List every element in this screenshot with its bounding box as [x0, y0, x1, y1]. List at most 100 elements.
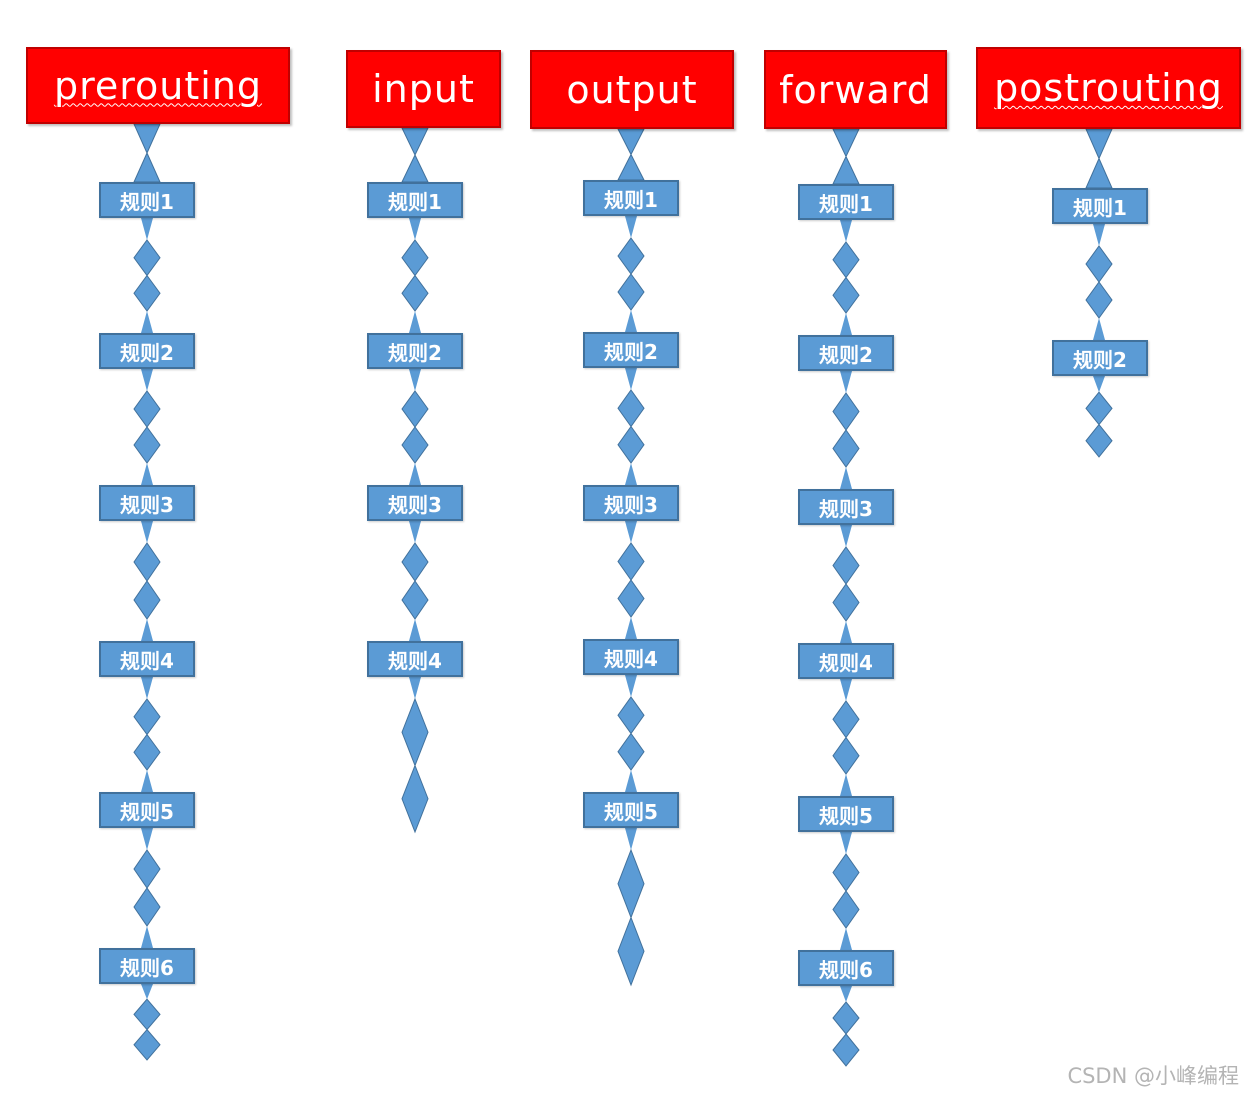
- connector-diamond: [1085, 423, 1113, 458]
- connector-diamond: [832, 736, 860, 775]
- connector-tip: [840, 774, 852, 796]
- connector-diamond: [617, 237, 645, 275]
- connector-diamond: [617, 848, 645, 919]
- connector-tip: [625, 216, 637, 238]
- connector-diamond: [617, 389, 645, 428]
- connector-diamond: [401, 426, 429, 464]
- chain-header-forward: forward: [764, 50, 947, 129]
- connector-diamond: [832, 392, 860, 431]
- connector-diamond: [133, 733, 161, 771]
- connector-diamond: [401, 390, 429, 428]
- connector-tip: [840, 832, 852, 854]
- rule-box: 规则1: [583, 180, 679, 216]
- connector-diamond: [832, 241, 860, 279]
- connector-tip: [1093, 224, 1105, 246]
- connector-arrow: [133, 151, 161, 183]
- rule-box: 规则2: [367, 333, 463, 369]
- connector-diamond: [401, 697, 429, 767]
- rule-box: 规则4: [99, 641, 195, 677]
- rule-box: 规则1: [99, 182, 195, 218]
- rule-box: 规则2: [1052, 340, 1148, 376]
- connector-diamond: [832, 1033, 860, 1067]
- connector-diamond: [832, 700, 860, 739]
- connector-diamond: [617, 273, 645, 311]
- connector-tip: [409, 677, 421, 699]
- connector-tip: [141, 311, 153, 333]
- connector-arrow: [832, 155, 860, 185]
- connector-diamond: [401, 764, 429, 834]
- connector-diamond: [401, 542, 429, 582]
- connector-diamond: [133, 1028, 161, 1061]
- connector-tip: [625, 617, 637, 639]
- connector-tip: [1093, 376, 1105, 393]
- connector-diamond: [133, 426, 161, 464]
- connector-tip: [141, 369, 153, 391]
- connector-diamond: [832, 853, 860, 892]
- connector-diamond: [617, 732, 645, 771]
- connector-diamond: [617, 579, 645, 618]
- connector-tip: [840, 928, 852, 950]
- connector-tip: [840, 621, 852, 643]
- connector-arrow: [617, 128, 645, 156]
- connector-diamond: [1085, 245, 1113, 283]
- connector-diamond: [832, 583, 860, 622]
- connector-diamond: [1085, 391, 1113, 426]
- connector-tip: [141, 521, 153, 543]
- connector-tip: [840, 986, 852, 1002]
- connector-tip: [409, 463, 421, 485]
- connector-diamond: [617, 542, 645, 581]
- connector-diamond: [832, 1001, 860, 1035]
- connector-tip: [409, 369, 421, 391]
- connector-diamond: [133, 239, 161, 277]
- rule-box: 规则2: [99, 333, 195, 369]
- rule-box: 规则4: [798, 643, 894, 679]
- connector-tip: [625, 675, 637, 697]
- connector-diamond: [133, 887, 161, 927]
- connector-diamond: [133, 580, 161, 620]
- connector-diamond: [401, 239, 429, 277]
- connector-tip: [840, 679, 852, 701]
- rule-box: 规则3: [99, 485, 195, 521]
- connector-diamond: [401, 274, 429, 312]
- connector-arrow: [617, 153, 645, 181]
- connector-tip: [625, 828, 637, 850]
- connector-tip: [840, 525, 852, 547]
- connector-diamond: [832, 546, 860, 585]
- rule-box: 规则1: [798, 184, 894, 220]
- connector-tip: [141, 770, 153, 792]
- rule-box: 规则5: [99, 792, 195, 828]
- rule-box: 规则2: [798, 335, 894, 371]
- connector-tip: [840, 220, 852, 242]
- chain-header-input: input: [346, 50, 501, 128]
- connector-tip: [625, 770, 637, 792]
- connector-tip: [625, 310, 637, 332]
- connector-tip: [409, 218, 421, 240]
- watermark: CSDN @小峰编程: [1067, 1064, 1239, 1088]
- connector-tip: [141, 828, 153, 850]
- connector-arrow: [133, 123, 161, 155]
- chain-label-prerouting: prerouting: [53, 63, 263, 108]
- rule-box: 规则3: [798, 489, 894, 525]
- connector-diamond: [617, 696, 645, 735]
- chain-header-prerouting: prerouting: [26, 47, 290, 124]
- connector-diamond: [617, 425, 645, 464]
- rule-box: 规则4: [583, 639, 679, 675]
- connector-tip: [141, 926, 153, 948]
- chain-label-postrouting: postrouting: [994, 66, 1223, 110]
- chain-label-output: output: [566, 67, 698, 112]
- connector-arrow: [401, 127, 429, 157]
- connector-diamond: [133, 390, 161, 428]
- connector-diamond: [133, 274, 161, 312]
- rule-box: 规则4: [367, 641, 463, 677]
- connector-tip: [141, 619, 153, 641]
- connector-tip: [840, 467, 852, 489]
- connector-arrow: [401, 153, 429, 183]
- rule-box: 规则3: [367, 485, 463, 521]
- connector-tip: [840, 313, 852, 335]
- connector-tip: [409, 521, 421, 543]
- connector-arrow: [1085, 128, 1113, 160]
- connector-diamond: [133, 542, 161, 582]
- rule-box: 规则2: [583, 332, 679, 368]
- rule-box: 规则6: [798, 950, 894, 986]
